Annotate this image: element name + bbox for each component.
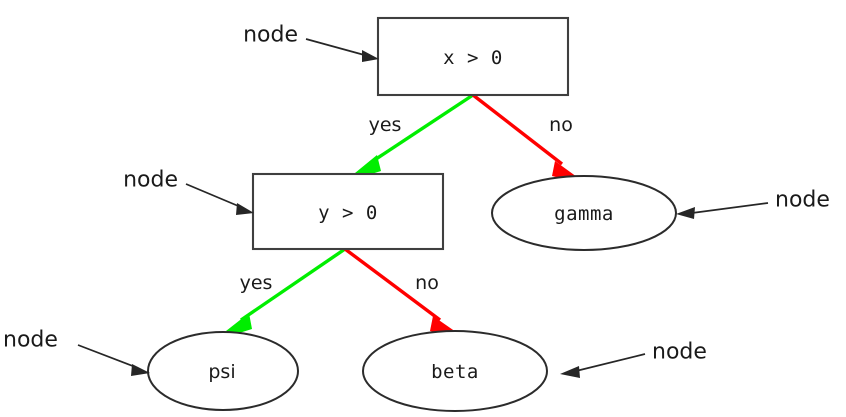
annotation-inner: node [123, 168, 254, 215]
annotation-beta-label: node [652, 340, 707, 365]
annotation-gamma: node [676, 188, 830, 219]
node-psi-ellipse[interactable] [147, 331, 299, 411]
annotation-root-arrowhead [362, 50, 379, 62]
node-psi-label: psi [208, 361, 235, 383]
edge-inner-no-line [343, 247, 442, 322]
node-inner-box[interactable] [251, 172, 445, 251]
annotation-psi-arrowhead [131, 364, 150, 376]
edge-root-no-line [471, 93, 564, 166]
annotation-psi: node [3, 328, 150, 376]
annotation-inner-arrowhead [236, 203, 254, 215]
edge-inner-no [343, 247, 456, 335]
edge-root-yes-arrowhead [355, 155, 381, 176]
edge-inner-yes-line [240, 247, 346, 322]
edge-inner-yes-arrowhead [226, 313, 252, 334]
node-psi[interactable]: psi [147, 331, 299, 411]
node-inner-label: y > 0 [318, 202, 378, 224]
annotation-gamma-arrow-line [691, 202, 769, 214]
edge-label-inner-no: no [415, 272, 439, 294]
edge-label-inner-yes: yes [240, 272, 273, 294]
node-gamma[interactable]: gamma [491, 175, 677, 251]
edge-root-yes-line [369, 93, 474, 165]
annotation-root-arrow-line [305, 38, 369, 57]
node-inner[interactable]: y > 0 [251, 172, 445, 251]
annotation-psi-label: node [3, 328, 58, 353]
edge-root-no-arrowhead [552, 161, 577, 180]
node-gamma-ellipse[interactable] [491, 175, 677, 251]
edge-root-yes [355, 93, 474, 176]
node-beta[interactable]: beta [362, 330, 548, 412]
node-beta-label: beta [431, 361, 479, 383]
node-root-box[interactable] [376, 16, 570, 97]
node-root[interactable]: x > 0 [376, 16, 570, 97]
annotation-gamma-label: node [775, 188, 830, 213]
edge-label-root-yes: yes [369, 114, 402, 136]
node-root-label: x > 0 [443, 47, 503, 69]
annotation-inner-arrow-line [185, 183, 244, 209]
annotation-root: node [243, 23, 379, 62]
node-gamma-label: gamma [554, 203, 614, 225]
edge-label-root-no: no [549, 114, 573, 136]
annotation-gamma-arrowhead [676, 207, 695, 219]
annotation-psi-arrow-line [77, 344, 139, 369]
annotation-inner-label: node [123, 168, 178, 193]
edge-root-no [471, 93, 577, 180]
annotation-root-label: node [243, 23, 298, 48]
annotation-beta-arrow-line [575, 353, 646, 372]
node-beta-ellipse[interactable] [362, 330, 548, 412]
edge-inner-yes [226, 247, 346, 334]
annotation-beta-arrowhead [560, 366, 580, 378]
annotation-beta: node [560, 340, 707, 378]
